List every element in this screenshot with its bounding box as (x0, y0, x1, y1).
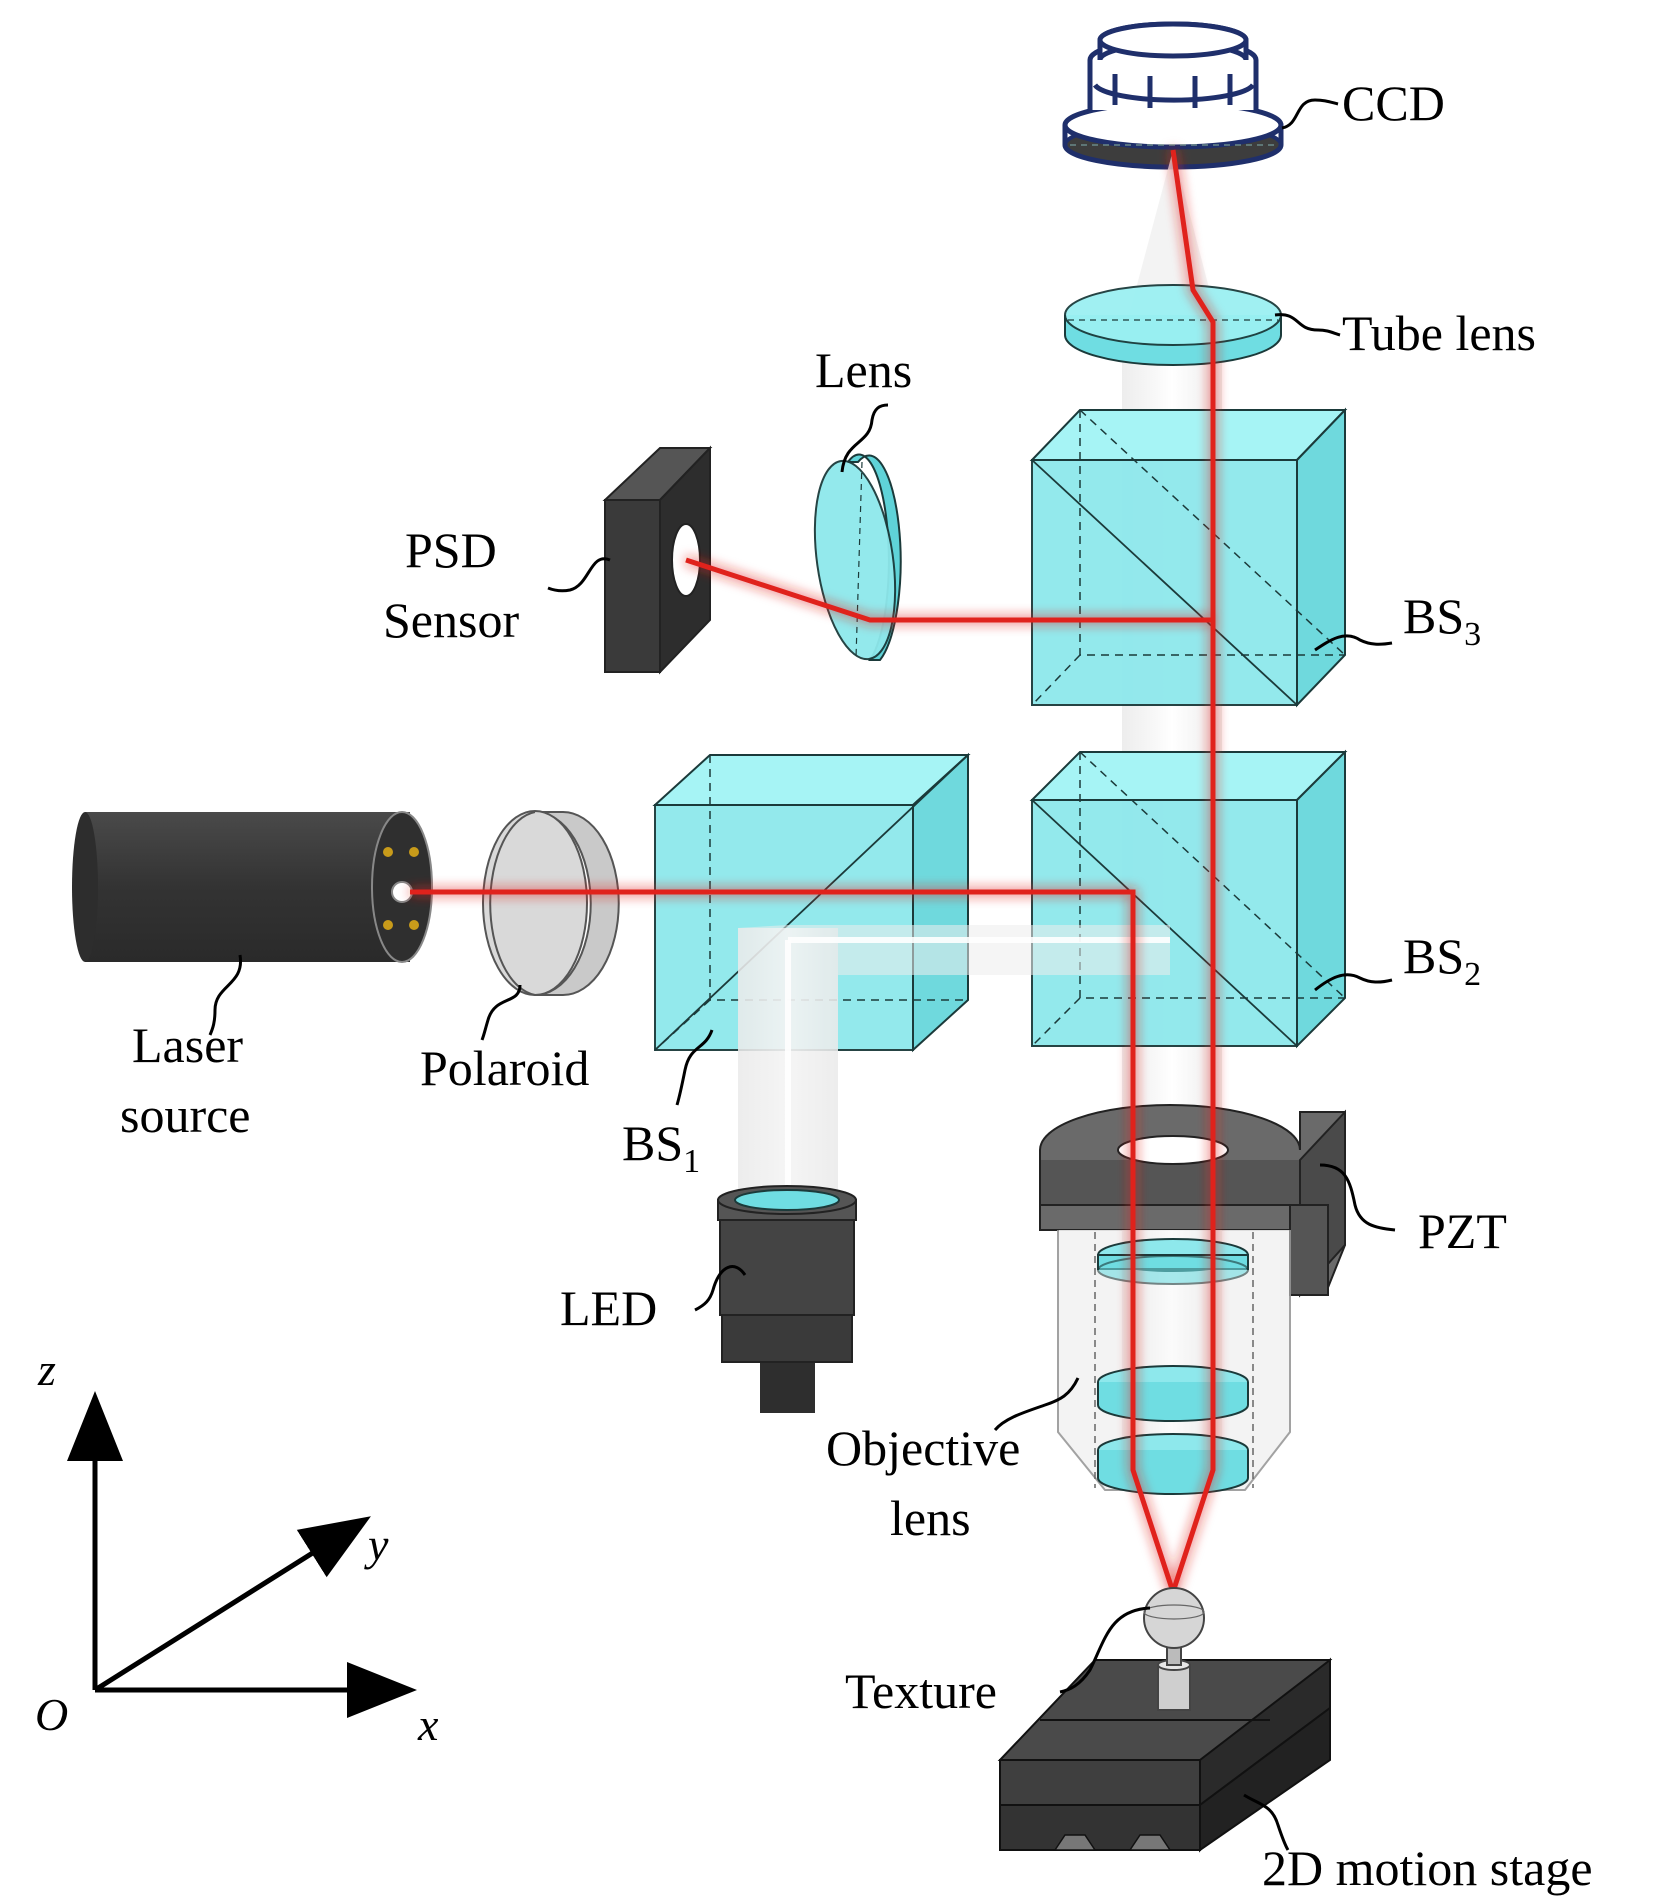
texture-sample (1143, 1587, 1205, 1711)
laser-source (72, 811, 433, 963)
label-lens: Lens (815, 342, 912, 398)
label-objective-line2: lens (890, 1490, 971, 1546)
pzt-actuator (1039, 1104, 1346, 1298)
beam-splitter-bs2 (1029, 749, 1348, 1049)
label-bs3: BS3 (1403, 588, 1481, 653)
label-pzt: PZT (1418, 1203, 1507, 1259)
axis-y-label: y (364, 1519, 389, 1570)
led-white-beam (738, 925, 1170, 1228)
label-objective-line1: Objective (826, 1420, 1020, 1476)
tube-lens (1064, 284, 1282, 366)
axis-x-label: x (417, 1699, 439, 1750)
label-bs1: BS1 (622, 1115, 700, 1180)
objective-lens (1057, 1230, 1291, 1495)
laser-beam-paths (410, 149, 1216, 1593)
leader-lines (208, 98, 1396, 1851)
label-bs3-sub: 3 (1464, 616, 1481, 653)
psd-sensor (602, 445, 713, 675)
motion-stage (997, 1657, 1333, 1853)
coordinate-axes: z y x O (35, 1344, 439, 1750)
focusing-lens (813, 453, 902, 661)
label-bs1-sub: 1 (683, 1143, 700, 1180)
label-laser-line1: Laser (132, 1017, 243, 1073)
led-source (717, 1185, 857, 1413)
label-bs1-main: BS (622, 1115, 683, 1171)
label-texture: Texture (845, 1663, 997, 1719)
beam-splitter-bs3 (1029, 407, 1348, 708)
label-ccd: CCD (1342, 75, 1445, 131)
label-tube-lens: Tube lens (1342, 305, 1536, 361)
label-bs2-sub: 2 (1464, 956, 1481, 993)
axis-z-label: z (37, 1344, 56, 1395)
label-laser-line2: source (120, 1087, 251, 1143)
label-bs3-main: BS (1403, 588, 1464, 644)
label-bs2: BS2 (1403, 928, 1481, 993)
label-psd-line1: PSD (405, 522, 497, 578)
label-led: LED (560, 1280, 657, 1336)
label-psd-line2: Sensor (383, 592, 519, 648)
axis-origin-label: O (35, 1689, 68, 1740)
ccd-camera (1062, 21, 1284, 170)
polaroid (482, 810, 620, 996)
label-2d-motion-stage: 2D motion stage (1262, 1840, 1593, 1896)
label-polaroid: Polaroid (420, 1040, 589, 1096)
label-bs2-main: BS (1403, 928, 1464, 984)
